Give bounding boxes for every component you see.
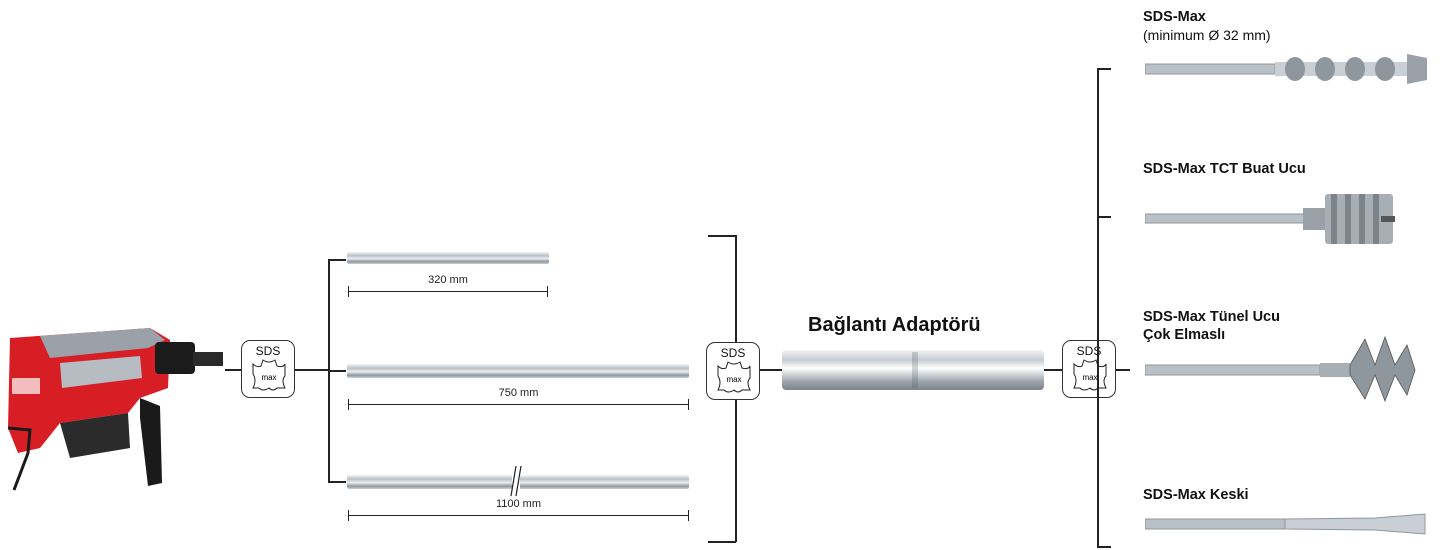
bit-label-tct: SDS-Max TCT Buat Ucu — [1143, 160, 1306, 178]
bracket-tick — [328, 370, 346, 372]
sds-max-icon: SDS max — [706, 342, 760, 400]
sds-max-icon: SDS max — [1062, 340, 1116, 398]
tunnel-bit-image — [1145, 335, 1416, 403]
length-label: 1100 mm — [495, 498, 542, 510]
dimension-line — [348, 510, 689, 521]
sds-label: SDS — [255, 344, 281, 358]
connector-line — [1044, 369, 1062, 371]
dimension-line — [348, 399, 689, 410]
connector-line — [295, 369, 329, 371]
sds-label: SDS — [720, 346, 746, 360]
extension-rod — [347, 364, 689, 378]
dimension-line — [348, 286, 548, 297]
length-label: 750 mm — [498, 387, 539, 399]
extension-rod — [347, 252, 549, 264]
bracket-tick — [328, 481, 346, 483]
bit-title-2: Çok Elmaslı — [1143, 327, 1226, 343]
bit-title: SDS-Max — [1143, 9, 1206, 25]
rotary-hammer-image — [0, 318, 225, 493]
sds-label: SDS — [1076, 344, 1102, 358]
shank-outline-icon: max — [1073, 359, 1107, 391]
sds-max-icon: SDS max — [241, 340, 295, 398]
bracket-tick — [708, 235, 736, 237]
sds-sub-label: max — [1082, 373, 1097, 382]
bracket-tick — [708, 541, 736, 543]
sds-sub-label: max — [726, 375, 741, 384]
chisel-image — [1145, 513, 1426, 535]
length-label: 320 mm — [428, 274, 468, 286]
connector-line — [225, 369, 241, 371]
bit-title: SDS-Max Keski — [1143, 487, 1249, 503]
bit-label-sds-max: SDS-Max (minimum Ø 32 mm) — [1143, 8, 1271, 44]
drill-bit-image — [1145, 54, 1427, 84]
bracket-tick — [1097, 216, 1111, 218]
bracket-tick — [328, 259, 346, 261]
bit-title: SDS-Max TCT Buat Ucu — [1143, 161, 1306, 177]
bracket-tick — [1116, 369, 1130, 371]
bit-label-chisel: SDS-Max Keski — [1143, 486, 1249, 504]
bracket-tick — [1097, 68, 1111, 70]
core-bit-image — [1145, 194, 1395, 244]
adapter-image — [782, 350, 1044, 390]
bracket-tick — [1097, 546, 1111, 548]
bracket-vertical — [1097, 68, 1099, 547]
shank-outline-icon: max — [252, 359, 286, 391]
adapter-groove — [912, 352, 918, 388]
break-mark-icon — [510, 464, 522, 498]
sds-sub-label: max — [261, 373, 276, 382]
connector-line — [760, 369, 782, 371]
adapter-title: Bağlantı Adaptörü — [808, 314, 981, 336]
bit-title: SDS-Max Tünel Ucu — [1143, 309, 1280, 325]
bit-subtitle: (minimum Ø 32 mm) — [1143, 27, 1271, 43]
bit-label-tunnel: SDS-Max Tünel Ucu Çok Elmaslı — [1143, 308, 1280, 344]
shank-outline-icon: max — [717, 361, 751, 393]
